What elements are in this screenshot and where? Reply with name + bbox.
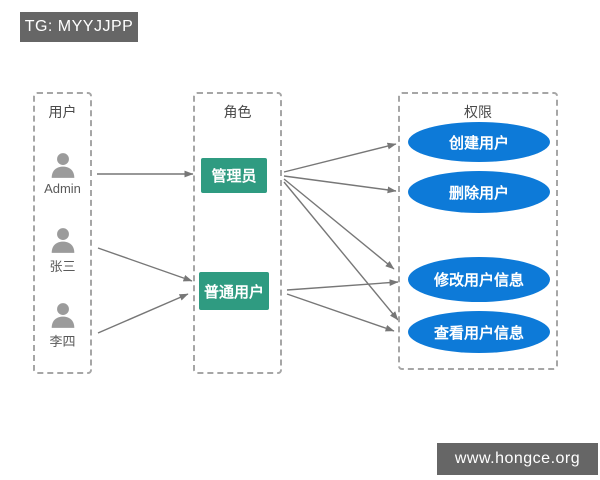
role-node-administrator: 管理员 [201,158,267,193]
user-label: 张三 [49,259,76,274]
tg-watermark-badge: TG: MYYJJPP [20,12,138,42]
user-item-lisi: 李四 [33,301,92,350]
arrow-administrator-to-create-user [283,142,397,173]
arrow-administrator-to-modify-user-info [283,178,395,270]
user-item-zhangsan: 张三 [33,226,92,275]
arrow-regular-user-to-modify-user-info [286,279,399,291]
person-icon [51,153,74,178]
role-node-regular-user: 普通用户 [199,272,269,310]
permissions-column: 权限 [398,92,558,370]
roles-column: 角色 [193,92,282,374]
permission-node-delete-user: 删除用户 [408,171,550,213]
user-label: 李四 [49,334,76,349]
arrow-administrator-to-delete-user [283,175,397,194]
person-icon [51,303,74,328]
arrow-regular-user-to-view-user-info [286,293,395,332]
permissions-column-title: 权限 [464,104,492,120]
arrow-zhangsan-to-regular-user [97,247,193,282]
user-label: Admin [44,181,81,196]
permission-node-modify-user-info: 修改用户信息 [408,257,550,302]
permission-node-create-user: 创建用户 [408,122,550,162]
person-icon [51,228,74,253]
users-column-title: 用户 [48,104,77,120]
roles-column-title: 角色 [223,104,252,120]
arrow-lisi-to-regular-user [97,293,189,334]
site-watermark-badge: www.hongce.org [437,443,598,475]
permission-node-view-user-info: 查看用户信息 [408,311,550,353]
users-column: 用户 [33,92,92,374]
arrow-administrator-to-view-user-info [283,181,399,321]
user-item-admin: Admin [33,151,92,196]
